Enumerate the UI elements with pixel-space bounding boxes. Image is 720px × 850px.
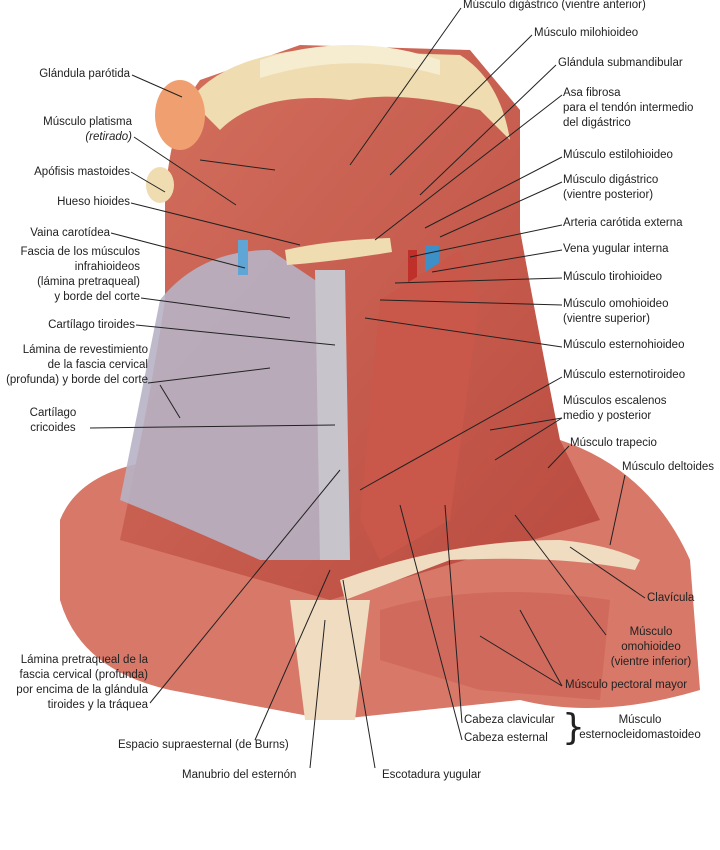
label-mylohyoid: Músculo milohioideo [534,27,639,39]
fascia-left [120,250,335,560]
label-carotid-sheath: Vaina carotídea [30,227,110,239]
hyoid-bone [285,238,392,265]
manubrium [290,600,370,720]
line: Fascia de los músculos [20,246,140,258]
line: Lámina pretraqueal de la [20,654,148,666]
label-hyoid: Hueso hioides [57,196,130,208]
line: infrahioideos [74,261,140,273]
label-omohyoid-inferior: Músculo omohioideo (vientre inferior) [596,625,706,670]
line: Asa fibrosa [563,87,621,99]
label-fibrous-loop: Asa fibrosa para el tendón intermedio de… [563,86,693,131]
label-cricoid: Cartílago cricoides [18,406,88,436]
line: fascia cervical (profunda) [19,669,148,681]
line: de la fascia cervical [47,359,148,371]
line: omohioideo [621,641,681,653]
label-mastoid: Apófisis mastoides [34,166,130,178]
label-pectoralis-major: Músculo pectoral mayor [565,679,688,691]
label-thyrohyoid: Músculo tirohioideo [563,271,663,283]
line: por encima de la glándula [16,684,148,696]
label-infrahyoid-fascia: Fascia de los músculos infrahioideos (lá… [20,245,140,305]
clavicle [340,540,640,600]
label-external-carotid: Arteria carótida externa [563,217,683,229]
line: Lámina de revestimiento [22,344,148,356]
label-internal-jugular: Vena yugular interna [563,243,669,255]
carotid-sheath [238,240,248,275]
line: Músculos escalenos [563,395,667,407]
sternocleidomastoid [360,250,480,560]
label-investing-layer: Lámina de revestimiento de la fascia cer… [6,343,148,388]
label-manubrium: Manubrio del esternón [182,769,297,781]
label-clavicular-head: Cabeza clavicular [464,714,555,726]
trachea [315,270,350,560]
label-scalenes: Músculos escalenos medio y posterior [563,394,667,424]
label-jugular-notch: Escotadura yugular [382,769,482,781]
label-suprasternal-space: Espacio supraesternal (de Burns) [118,739,289,751]
pectoralis-major [380,592,610,700]
label-sternohyoid: Músculo esternohioideo [563,339,685,351]
label-sternal-head: Cabeza esternal [464,732,548,744]
line: Músculo [629,626,673,638]
label-trapezius: Músculo trapecio [570,437,657,449]
label-digastric-posterior: Músculo digástrico (vientre posterior) [563,173,658,203]
label-deltoid: Músculo deltoides [622,461,715,473]
label-platysma: Músculo platisma (retirado) [43,115,132,145]
label-sternocleidomastoid: Músculo esternocleidomastoideo [575,713,705,743]
line: (vientre inferior) [610,656,692,668]
label-omohyoid-superior: Músculo omohioideo (vientre superior) [563,297,668,327]
label-pretracheal-layer: Lámina pretraqueal de la fascia cervical… [16,653,148,713]
line: Cartílago [29,407,77,419]
label-digastric-anterior: Músculo digástrico (vientre anterior) [463,0,646,11]
label-submandibular: Glándula submandibular [558,57,683,69]
mastoid [146,167,174,203]
parotid-gland [155,80,205,150]
leader-lines [89,7,646,769]
label-platysma-note: (retirado) [85,131,132,143]
label-stylohyoid: Músculo estilohioideo [563,149,673,161]
label-sternothyroid: Músculo esternotiroideo [563,369,686,381]
line: Músculo omohioideo [563,298,669,310]
label-clavicle: Clavícula [647,592,695,604]
label-parotid-gland: Glándula parótida [39,68,130,80]
line: para el tendón intermedio [563,102,694,114]
line: (profunda) y borde del corte [6,374,148,386]
line: del digástrico [563,117,631,129]
line: esternocleidomastoideo [579,729,701,741]
line: Músculo [618,714,662,726]
line: y borde del corte [54,291,140,303]
line: Músculo digástrico [563,174,659,186]
line: cricoides [30,422,76,434]
line: (vientre posterior) [563,189,654,201]
label-thyroid-cartilage: Cartílago tiroides [48,319,135,331]
line: (lámina pretraqueal) [37,276,140,288]
line: (vientre superior) [563,313,650,325]
label-platysma-name: Músculo platisma [43,116,132,128]
line: medio y posterior [563,410,652,422]
teeth [260,45,440,78]
line: tiroides y la tráquea [47,699,148,711]
brace-icon: } [562,707,585,748]
